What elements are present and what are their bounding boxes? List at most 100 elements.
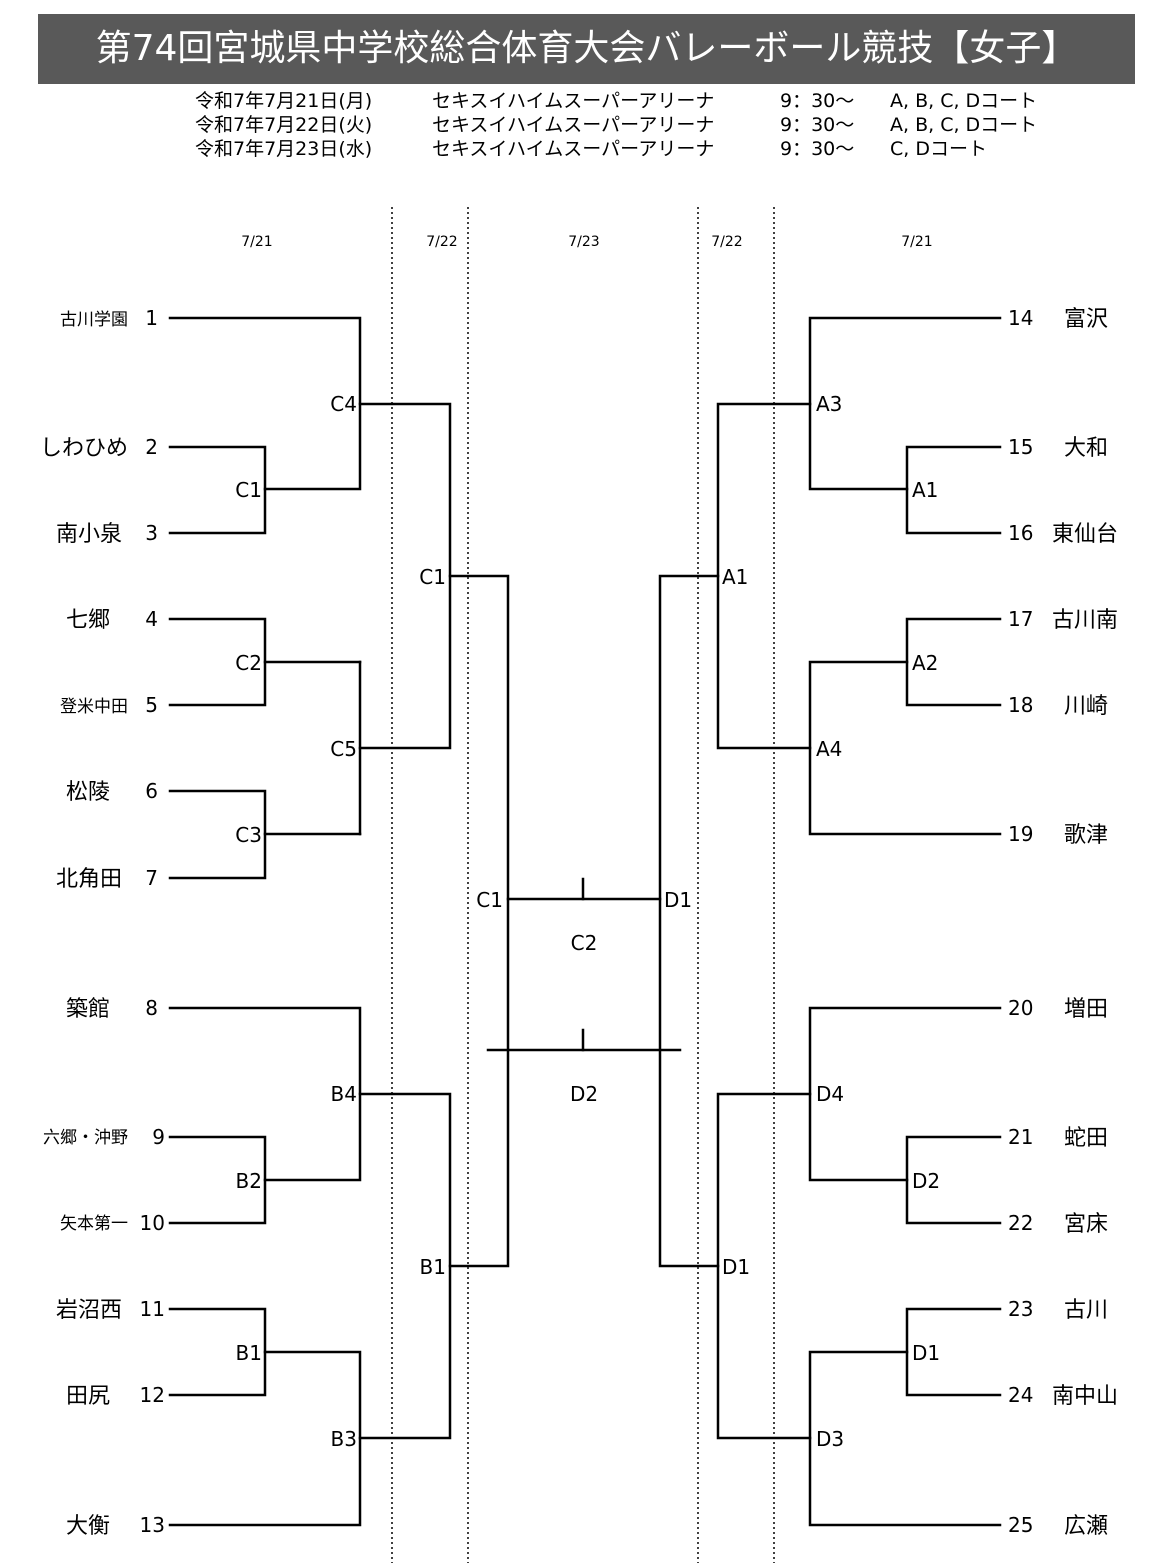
team-number: 20 [1008, 996, 1033, 1020]
match-label: B3 [331, 1427, 357, 1451]
team-number: 9 [152, 1125, 165, 1149]
team-number: 18 [1008, 693, 1033, 717]
schedule-time: 9：30～ [780, 90, 855, 112]
schedule-venue: セキスイハイムスーパーアリーナ [432, 90, 715, 112]
schedule-date: 令和7年7月21日(月) [195, 90, 373, 112]
match-label: B1 [420, 1255, 446, 1279]
match-label: C5 [330, 737, 357, 761]
team-number: 13 [140, 1513, 165, 1537]
team-number: 6 [145, 779, 158, 803]
match-label: D1 [664, 888, 692, 912]
team-name: 松陵 [66, 780, 110, 805]
team-name: 六郷・沖野 [43, 1128, 128, 1148]
match-label: D1 [912, 1341, 940, 1365]
team-name: 古川学園 [60, 310, 128, 330]
match-label: C1 [419, 565, 446, 589]
day-header: 7/21 [901, 234, 932, 250]
schedule-time: 9：30～ [780, 114, 855, 136]
bracket-line [168, 1135, 267, 1225]
match-label: A2 [912, 651, 938, 675]
team-name: 築館 [66, 997, 110, 1022]
match-label: A1 [722, 565, 748, 589]
team-number: 21 [1008, 1125, 1033, 1149]
team-name: 歌津 [1064, 823, 1108, 848]
team-name: 古川 [1064, 1298, 1108, 1323]
team-number: 12 [140, 1383, 165, 1407]
final-label: C2 [571, 931, 598, 955]
team-name: 南中山 [1052, 1384, 1118, 1409]
schedule-courts: A, B, C, Dコート [890, 114, 1038, 136]
team-name: 岩沼西 [56, 1298, 122, 1323]
bracket-line [716, 1092, 812, 1440]
team-name: 北角田 [56, 867, 122, 892]
team-number: 10 [140, 1211, 165, 1235]
schedule-courts: A, B, C, Dコート [890, 90, 1038, 112]
schedule-courts: C, Dコート [890, 138, 987, 160]
team-name: 川崎 [1064, 694, 1108, 719]
match-label: D2 [912, 1169, 940, 1193]
team-name: 増田 [1064, 997, 1108, 1022]
match-label: C2 [235, 651, 262, 675]
team-name: 宮床 [1064, 1212, 1108, 1237]
day-header: 7/22 [426, 234, 457, 250]
team-number: 11 [140, 1297, 165, 1321]
day-header: 7/23 [568, 234, 599, 250]
match-label: B4 [331, 1082, 357, 1106]
bracket-line [905, 445, 1002, 535]
team-number: 17 [1008, 607, 1033, 631]
match-label: C1 [476, 888, 503, 912]
team-number: 16 [1008, 521, 1033, 545]
team-name: 大衡 [66, 1514, 110, 1539]
team-number: 8 [145, 996, 158, 1020]
match-label: D1 [722, 1255, 750, 1279]
team-name: しわひめ [40, 436, 128, 461]
team-name: 富沢 [1064, 307, 1108, 332]
team-number: 22 [1008, 1211, 1033, 1235]
team-name: 蛇田 [1064, 1126, 1108, 1151]
bracket-line [168, 445, 267, 535]
team-number: 14 [1008, 306, 1033, 330]
bracket-line [905, 1135, 1002, 1225]
third-place-label: D2 [570, 1082, 598, 1106]
team-number: 24 [1008, 1383, 1033, 1407]
team-name: 南小泉 [56, 522, 122, 547]
team-name: 七郷 [66, 608, 110, 633]
team-number: 7 [145, 866, 158, 890]
schedule-time: 9：30～ [780, 138, 855, 160]
team-name: 東仙台 [1052, 522, 1118, 547]
page-title: 第74回宮城県中学校総合体育大会バレーボール競技【女子】 [38, 14, 1135, 84]
day-header: 7/22 [711, 234, 742, 250]
bracket-line [448, 574, 510, 1268]
match-label: C1 [235, 478, 262, 502]
schedule-date: 令和7年7月22日(火) [195, 114, 373, 136]
match-label: B1 [236, 1341, 262, 1365]
schedule-venue: セキスイハイムスーパーアリーナ [432, 138, 715, 160]
team-name: 矢本第一 [60, 1214, 128, 1234]
team-number: 3 [145, 521, 158, 545]
team-number: 15 [1008, 435, 1033, 459]
team-name: 広瀬 [1064, 1514, 1108, 1539]
match-label: B2 [236, 1169, 262, 1193]
bracket-line [358, 1092, 452, 1440]
team-number: 19 [1008, 822, 1033, 846]
bracket-line [658, 574, 720, 1268]
team-number: 23 [1008, 1297, 1033, 1321]
team-name: 田尻 [66, 1384, 110, 1409]
match-label: C4 [330, 392, 357, 416]
match-label: A3 [816, 392, 842, 416]
match-label: D4 [816, 1082, 844, 1106]
match-label: C3 [235, 823, 262, 847]
day-header: 7/21 [241, 234, 272, 250]
team-name: 登米中田 [60, 697, 128, 717]
match-label: A4 [816, 737, 842, 761]
team-number: 25 [1008, 1513, 1033, 1537]
match-label: D3 [816, 1427, 844, 1451]
schedule: 令和7年7月21日(月) セキスイハイムスーパーアリーナ 9：30～ A, B,… [0, 86, 1163, 160]
team-number: 5 [145, 693, 158, 717]
schedule-venue: セキスイハイムスーパーアリーナ [432, 114, 715, 136]
team-number: 4 [145, 607, 158, 631]
team-number: 2 [145, 435, 158, 459]
schedule-date: 令和7年7月23日(水) [195, 138, 373, 160]
team-name: 古川南 [1052, 608, 1118, 633]
